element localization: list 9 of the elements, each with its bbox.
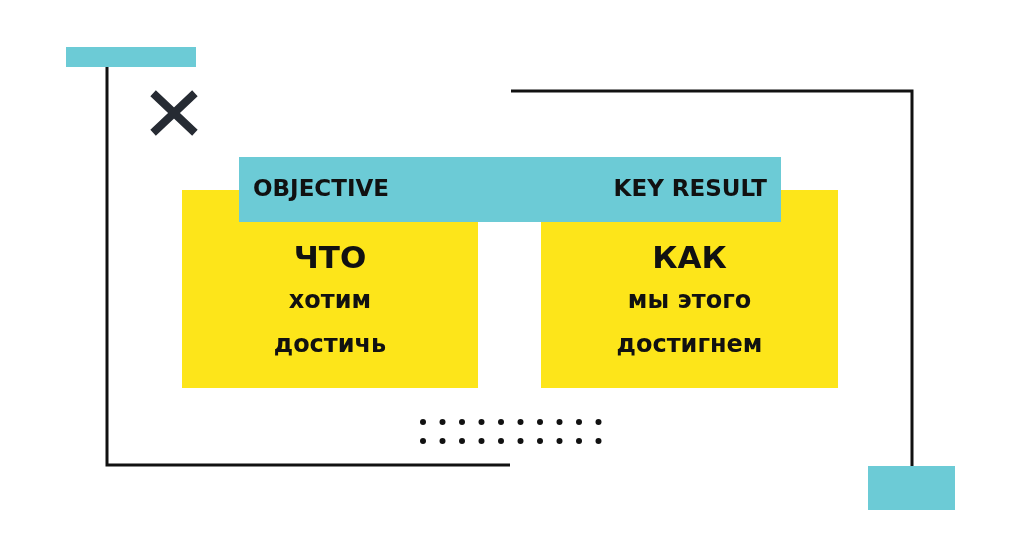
header-label: KEY RESULT <box>613 175 767 201</box>
card-heading: ЧТО <box>293 238 367 277</box>
card-text: мы этого достигнем <box>615 285 764 360</box>
card-heading: КАК <box>652 238 727 277</box>
header-band <box>239 157 781 222</box>
card-text: хотим достичь <box>272 285 388 360</box>
objective-card <box>182 222 478 388</box>
header-label: OBJECTIVE <box>253 175 389 201</box>
key-result-card <box>541 222 838 388</box>
